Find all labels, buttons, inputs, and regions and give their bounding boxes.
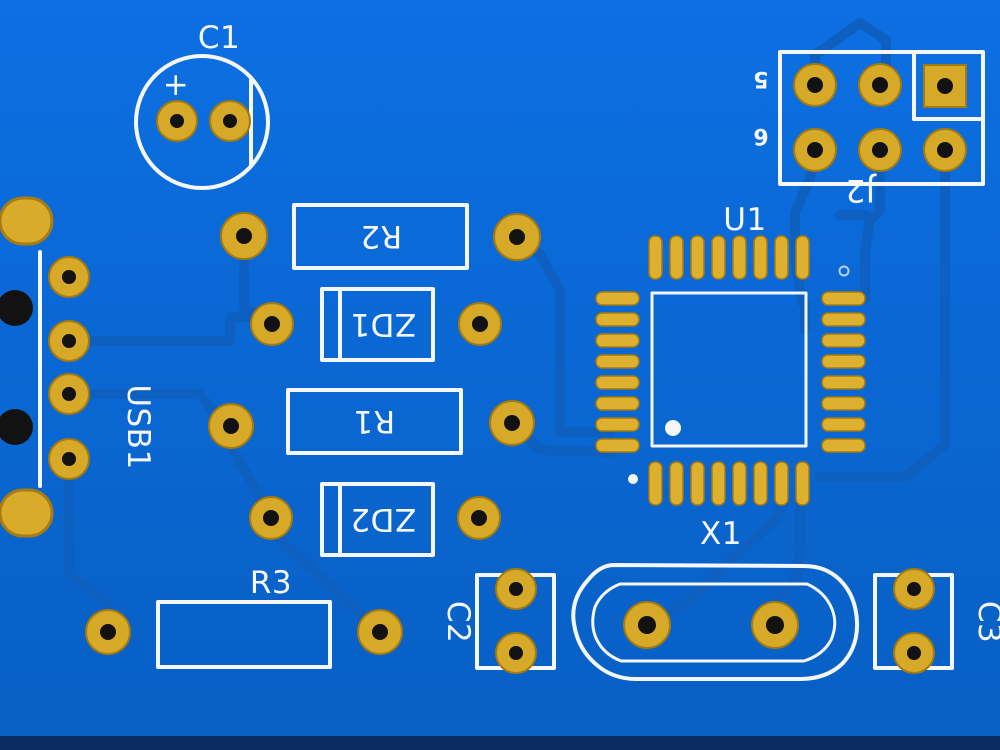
- usb1-mount-top: [0, 196, 54, 246]
- zd1-outline: [320, 287, 435, 362]
- label-zd2: ZD2: [350, 501, 416, 537]
- zd2-outline: [320, 482, 435, 557]
- r3-outline: [156, 600, 332, 669]
- u1-bottom-pads: [648, 461, 810, 506]
- through-hole-pads: [0, 63, 967, 674]
- label-r2: R2: [360, 218, 402, 254]
- u1-top-pads: [648, 235, 810, 280]
- r2-outline: [292, 203, 469, 270]
- board-bottom-edge: [0, 736, 1000, 750]
- label-j2-pin5: 5: [753, 66, 768, 91]
- u1-via-marker: [838, 265, 850, 277]
- label-c1: C1: [198, 20, 240, 56]
- u1-pin1-dot: [665, 420, 681, 436]
- label-r3: R3: [250, 565, 292, 601]
- label-u1: U1: [723, 202, 766, 238]
- label-x1: X1: [700, 516, 742, 552]
- silkscreen: [0, 50, 985, 681]
- x1-outline-inner: [591, 582, 837, 663]
- label-c3: C3: [971, 601, 1000, 643]
- u1-outline: [650, 291, 808, 448]
- u1-left-pads: [595, 291, 640, 453]
- label-j2-pin6: 6: [753, 123, 768, 148]
- label-c2: C2: [440, 601, 476, 643]
- label-r1: R1: [353, 403, 395, 439]
- usb1-mount-bottom: [0, 488, 54, 538]
- x1-outline-outer: [571, 563, 860, 681]
- label-usb1: USB1: [120, 384, 156, 469]
- u1-smd-pads: [595, 235, 866, 506]
- component-labels: C1 + R2 ZD1 R1 ZD2 R3 C2 X1 C3 U1 J2 USB…: [120, 20, 1000, 643]
- u1-extra-dot: [628, 474, 638, 484]
- u1-right-pads: [821, 291, 866, 453]
- label-c1-polarity: +: [163, 67, 189, 103]
- usb1-hole-bottom: [0, 409, 33, 445]
- label-j2: J2: [845, 172, 877, 208]
- r1-outline: [286, 388, 463, 455]
- c1-outline: [134, 54, 270, 190]
- label-zd1: ZD1: [350, 306, 416, 342]
- usb1-hole-top: [0, 290, 33, 326]
